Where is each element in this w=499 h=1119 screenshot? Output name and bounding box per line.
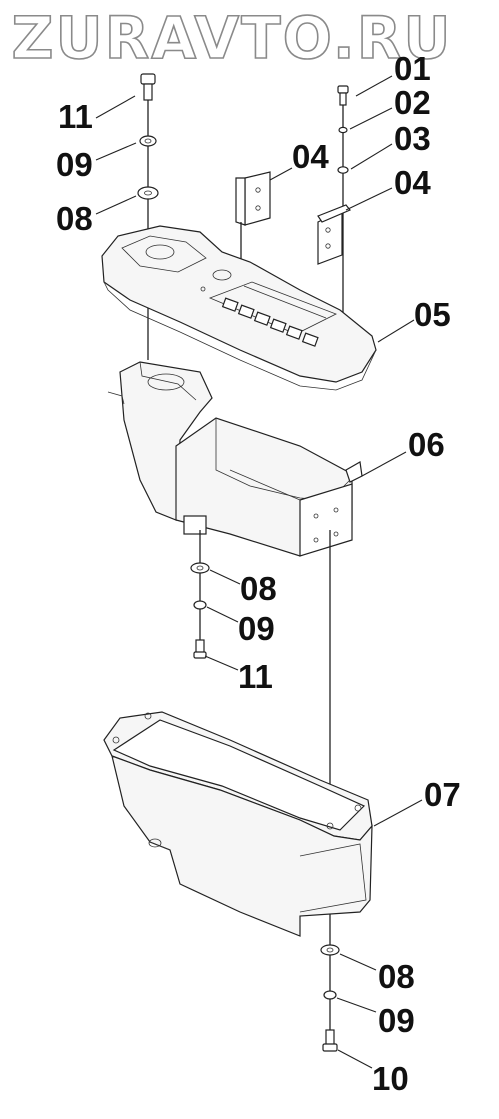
washer-08-mid <box>190 562 210 574</box>
label-10: 10 <box>372 1060 409 1097</box>
washer-08-bottom <box>320 944 340 956</box>
washer-09-bottom <box>323 990 337 1000</box>
bracket-04-right <box>317 187 393 265</box>
label-09-mid: 09 <box>238 610 275 647</box>
label-05: 05 <box>414 296 451 333</box>
mid-fastener-stack <box>190 530 241 671</box>
label-03: 03 <box>394 120 431 157</box>
label-04-left: 04 <box>292 138 329 175</box>
bolt-10-head <box>322 1043 338 1052</box>
bolt-11-shank <box>143 83 153 101</box>
lower-cover-07 <box>103 711 423 937</box>
watermark-text: ZURAVTO.RU <box>11 4 452 72</box>
washer-08-top-left <box>137 186 159 200</box>
screw-01-shank <box>339 92 347 106</box>
label-09-top: 09 <box>56 146 93 183</box>
label-04-right: 04 <box>394 164 431 201</box>
left-top-fastener-stack <box>95 73 159 360</box>
label-11-top: 11 <box>58 98 93 135</box>
right-top-fastener-stack <box>337 75 393 330</box>
nut-03 <box>337 166 349 174</box>
washer-09-top-left <box>139 135 157 147</box>
label-07: 07 <box>424 776 461 813</box>
screw-01-head <box>337 85 349 94</box>
washer-09-mid <box>193 600 207 610</box>
label-09-bottom: 09 <box>378 1002 415 1039</box>
label-02: 02 <box>394 84 431 121</box>
label-08-bottom: 08 <box>378 958 415 995</box>
console-top-cover-05 <box>101 225 415 391</box>
label-11-mid: 11 <box>238 658 273 695</box>
console-housing-06 <box>107 361 407 557</box>
label-08-mid: 08 <box>240 570 277 607</box>
bolt-11-mid-head <box>193 651 207 659</box>
label-01: 01 <box>394 50 431 87</box>
label-08-top: 08 <box>56 200 93 237</box>
bolt-11-head <box>140 73 156 85</box>
label-06: 06 <box>408 426 445 463</box>
washer-02 <box>338 126 348 134</box>
bottom-fastener-stack <box>320 944 377 1069</box>
